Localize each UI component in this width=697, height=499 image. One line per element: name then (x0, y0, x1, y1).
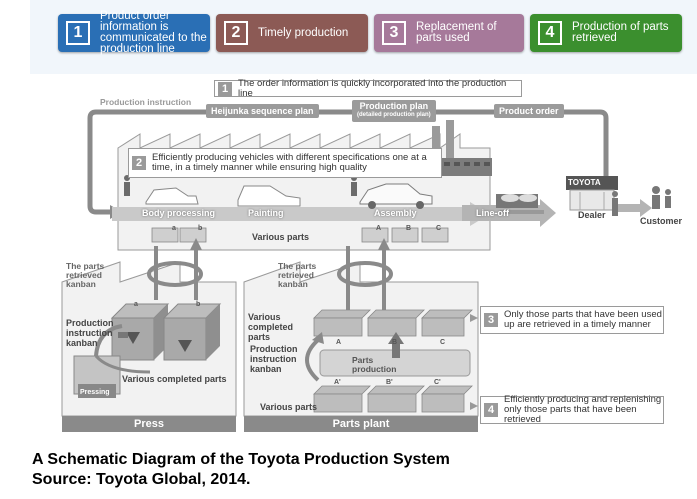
press-completed-parts-label: Various completed parts (122, 374, 227, 384)
note-4-text: Efficiently producing and replenishing o… (504, 394, 662, 425)
note-3-number: 3 (484, 313, 498, 327)
plant-bin-C: C (440, 339, 446, 346)
bin-label-C: C (436, 225, 442, 232)
step-3-label: Replacement of parts used (416, 21, 497, 44)
note-4-number: 4 (484, 403, 498, 417)
plant-various-parts-label: Various parts (260, 402, 318, 412)
pressing-label: Pressing (80, 389, 110, 396)
step-2-badge: 2 Timely production (216, 14, 368, 52)
note-1-number: 1 (218, 81, 232, 96)
press-bin-a: a (134, 301, 138, 308)
note-2: 2 Efficiently producing vehicles with di… (128, 148, 442, 178)
bin-label-b: b (198, 225, 203, 232)
step-1-number: 1 (66, 21, 90, 45)
note-3: 3 Only those parts that have been used u… (480, 306, 664, 334)
press-label: Press (134, 418, 164, 430)
note-2-number: 2 (132, 156, 146, 170)
step-2-label: Timely production (258, 26, 349, 39)
step-4-badge: 4 Production of parts retrieved (530, 14, 682, 52)
production-plan-subtitle: (detailed production plan) (357, 112, 431, 118)
retrieval-kanban-label-right: The parts retrieved kanban (278, 261, 317, 289)
step-1-label: Product order information is communicate… (100, 10, 207, 55)
plant-bin-B-prime: B' (386, 379, 393, 386)
bin-label-B: B (406, 225, 412, 232)
parts-production-label: Parts production (352, 355, 397, 374)
plant-bin-C-prime: C' (434, 379, 441, 386)
various-parts-line-label: Various parts (252, 232, 310, 242)
dealer-building (566, 176, 618, 211)
plant-instruction-kanban-label: Production instruction kanban (250, 344, 298, 374)
note-3-text: Only those parts that have been used up … (504, 309, 662, 330)
dealer-label: Dealer (578, 210, 606, 220)
product-order-tag: Product order (494, 104, 564, 118)
production-plan-tag: Production plan (detailed production pla… (352, 100, 436, 122)
assembly-car (359, 183, 433, 209)
assembly-label: Assembly (374, 208, 417, 218)
dealer-sign: TOYOTA (568, 178, 601, 187)
plant-bin-A-prime: A' (334, 379, 341, 386)
note-2-text: Efficiently producing vehicles with diff… (152, 152, 427, 173)
note-4: 4 Efficiently producing and replenishing… (480, 394, 664, 425)
line-off-label: Line-off (476, 208, 509, 218)
step-4-label: Production of parts retrieved (572, 21, 669, 44)
parts-plant-racks (313, 309, 473, 413)
parts-plant-label: Parts plant (332, 418, 390, 430)
customer-label: Customer (640, 216, 683, 226)
plant-bin-A: A (336, 339, 342, 346)
press-bin-b: b (196, 301, 201, 308)
bin-label-a: a (172, 225, 176, 232)
note-1: 1 The order information is quickly incor… (214, 77, 522, 99)
bin-label-A: A (376, 225, 382, 232)
production-plan-title: Production plan (359, 101, 429, 111)
step-3-number: 3 (382, 21, 406, 45)
painting-label: Painting (248, 208, 284, 218)
press-instruction-kanban-label: Production instruction kanban (66, 318, 114, 348)
heijunka-plan-tag: Heijunka sequence plan (206, 104, 319, 118)
parts-plant-building (243, 261, 479, 432)
plant-bin-B: B (392, 339, 398, 346)
step-3-badge: 3 Replacement of parts used (374, 14, 524, 52)
note-1-text: The order information is quickly incorpo… (238, 77, 507, 99)
press-part-racks (110, 303, 222, 361)
step-4-number: 4 (538, 21, 562, 45)
step-1-badge: 1 Product order information is communica… (58, 10, 210, 55)
caption-title: A Schematic Diagram of the Toyota Produc… (32, 451, 450, 468)
production-instruction-label: Production instruction (100, 97, 192, 107)
body-processing-label: Body processing (142, 208, 216, 218)
retrieval-kanban-label-left: The parts retrieved kanban (66, 261, 105, 289)
step-2-number: 2 (224, 21, 248, 45)
caption-source: Source: Toyota Global, 2014. (32, 471, 251, 488)
plant-completed-parts-label: Various completed parts (248, 312, 294, 342)
